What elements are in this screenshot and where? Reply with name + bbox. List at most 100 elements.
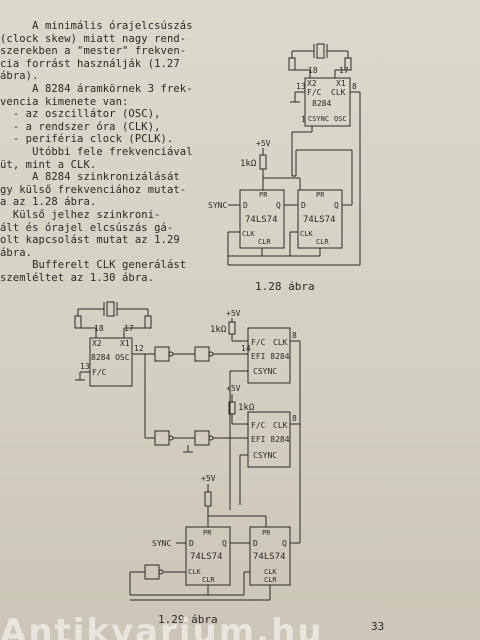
pin-label: 13: [80, 362, 90, 371]
pin-label: Q: [276, 201, 281, 210]
supply-label: +5V: [226, 384, 241, 393]
resistor-label: 1kΩ: [240, 159, 257, 169]
pin-label: PR: [203, 529, 212, 537]
chip-label: 74LS74: [253, 552, 286, 562]
pin-label: F/C: [307, 88, 322, 97]
fig129-labels: 18 17 X2 X1 8284 OSC 12 13 F/C +5V 1kΩ F…: [80, 309, 297, 584]
text-line: ált és órajel elcsúszás gá-: [0, 221, 174, 234]
text-line: (clock skew) miatt nagy rend-: [0, 32, 187, 45]
pin-label: CLR: [258, 238, 271, 246]
text-line: A 8284 áramkörnek 3 frek-: [0, 82, 193, 95]
pin-label: 17: [339, 66, 349, 75]
pin-label: 12: [134, 344, 144, 353]
text-line: gy külső frekvenciához mutat-: [0, 183, 187, 196]
pin-label: D: [243, 201, 248, 210]
pin-label: CLR: [202, 576, 215, 584]
pin-label: CLK: [242, 230, 255, 238]
text-line: - az oszcillátor (OSC),: [0, 108, 161, 121]
pin-label: Q: [334, 201, 339, 210]
supply-label: +5V: [256, 139, 271, 148]
chip-8284: [304, 77, 351, 127]
signal-label: SYNC: [208, 201, 227, 210]
pin-label: X1: [120, 339, 130, 348]
text-line: Külső jelhez szinkroni-: [0, 208, 161, 221]
pin-label: F/C: [251, 421, 266, 430]
signal-label: SYNC: [152, 539, 171, 548]
pin-label: 8: [352, 82, 357, 91]
pin-label: Q: [282, 539, 287, 548]
text-line: Bufferelt CLK generálást: [0, 259, 187, 272]
pin-label: 1: [301, 115, 306, 124]
pin-label: CLK: [273, 338, 288, 347]
buffer-gate: [194, 430, 210, 446]
text-line: üt, mint a CLK.: [0, 158, 97, 171]
chip-8284-efi: [247, 327, 291, 384]
buffer-gate: [154, 346, 170, 362]
pin-label: X2: [307, 79, 317, 88]
figure-caption: 1.28 ábra: [255, 280, 315, 293]
pin-label: 13: [296, 82, 306, 91]
pin-label: CLK: [300, 230, 313, 238]
pin-label: PR: [259, 191, 268, 199]
chip-label: 74LS74: [303, 215, 336, 225]
pin-label: D: [301, 201, 306, 210]
resistor: [144, 315, 152, 329]
pin-label: CLR: [316, 238, 329, 246]
crystal-symbol: [106, 301, 115, 317]
text-line: ábra.: [0, 246, 33, 259]
chip-label: 74LS74: [245, 215, 278, 225]
pin-label: 17: [124, 324, 134, 333]
chip-label: 74LS74: [190, 552, 223, 562]
pin-label: OSC: [334, 115, 347, 123]
buffer-gate: [144, 564, 160, 580]
buffer-gate: [154, 430, 170, 446]
pin-label: CSYNC: [253, 451, 277, 460]
text-line: ábra).: [0, 70, 39, 83]
chip-label: 8284: [312, 99, 331, 108]
pin-label: 14: [241, 344, 251, 353]
buffer-gate: [194, 346, 210, 362]
text-line: - a rendszer óra (CLK),: [0, 120, 161, 133]
text-line: A minimális órajelcsúszás: [0, 20, 193, 32]
text-line: szerekben a "mester" frekven-: [0, 45, 187, 58]
pin-label: CLK: [273, 421, 288, 430]
supply-label: +5V: [201, 474, 216, 483]
chip-8284-osc: [89, 337, 133, 387]
resistor-label: 1kΩ: [210, 325, 227, 335]
pin-label: X1: [336, 79, 346, 88]
body-text: A minimális órajelcsúszás (clock skew) m…: [0, 20, 205, 284]
pin-label: Q: [222, 539, 227, 548]
supply-label: +5V: [226, 309, 241, 318]
fig128-labels: 18 17 X2 X1 13 8 F/C CLK 8284 1 CSYNC OS…: [208, 66, 357, 246]
pin-label: CLK: [331, 88, 346, 97]
figure-caption: 1.29 ábra: [158, 613, 218, 626]
resistor-label: 1kΩ: [238, 403, 255, 413]
chip-label: EFI 8284: [251, 435, 290, 444]
pin-label: 8: [292, 331, 297, 340]
text-line: vencia kimenete van:: [0, 95, 129, 108]
pin-label: F/C: [251, 338, 266, 347]
text-line: cia forrást használják (1.27: [0, 57, 180, 70]
pin-label: CSYNC: [308, 115, 329, 123]
page-number: 33: [371, 620, 385, 633]
pin-label: D: [189, 539, 194, 548]
text-line: szemléltet az 1.30 ábra.: [0, 271, 155, 284]
chip-8284-efi: [247, 411, 291, 468]
pin-label: D: [253, 539, 258, 548]
pin-label: CLR: [264, 576, 277, 584]
pin-label: 18: [94, 324, 104, 333]
text-line: a az 1.28 ábra.: [0, 196, 97, 209]
resistor: [228, 321, 236, 335]
watermark: Antikvarium.hu: [0, 612, 324, 640]
pin-label: CSYNC: [253, 367, 277, 376]
text-line: Utóbbi fele frekvenciával: [0, 145, 193, 158]
pin-label: PR: [316, 191, 325, 199]
chip-label: EFI 8284: [251, 352, 290, 361]
crystal-symbol: [316, 43, 325, 59]
text-line: olt kapcsolást mutat az 1.29: [0, 234, 180, 247]
resistor: [74, 315, 82, 329]
chip-label: 8284 OSC: [91, 353, 130, 362]
